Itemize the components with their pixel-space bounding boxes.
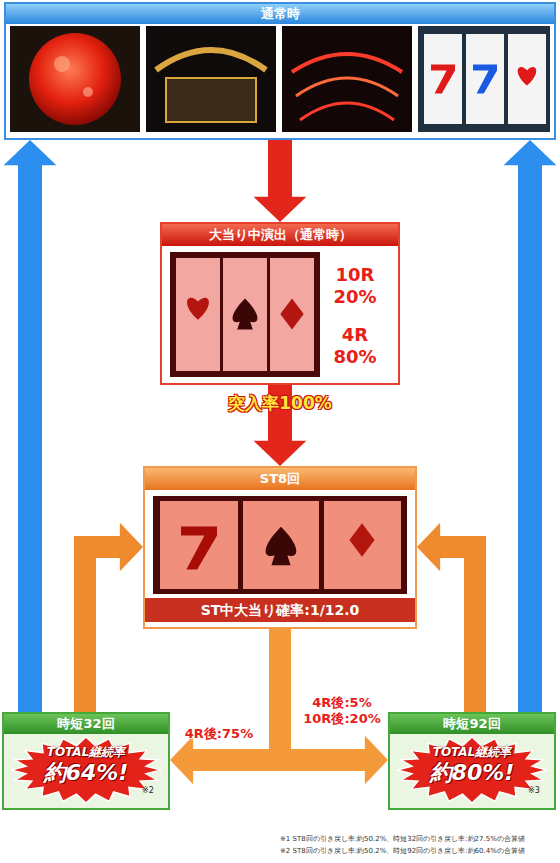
- arrow-shaft: [18, 164, 42, 712]
- process-box: 大当り中演出（通常時） 10R 20% 4R 80%: [160, 222, 400, 385]
- footnote-mark: ※2: [142, 786, 166, 796]
- arrow-head: [4, 140, 57, 165]
- result-box: 時短92回 TOTAL継続率約80%!※3: [388, 712, 556, 810]
- arrow-shaft: [439, 547, 475, 712]
- flow-arrow: [170, 629, 280, 784]
- result-box: 時短32回 TOTAL継続率約64%!※2: [2, 712, 170, 810]
- arrow-head: [254, 197, 307, 222]
- flow-arrow: [4, 140, 57, 712]
- box-header: ST8回: [145, 468, 415, 490]
- footnote-mark: ※3: [528, 786, 552, 796]
- probability-text: ST中大当り確率:1/12.0: [145, 598, 415, 622]
- arrow-head: [417, 523, 440, 571]
- flow-arrow: [254, 140, 307, 222]
- arrow-head: [254, 441, 307, 466]
- band-header: 通常時: [6, 4, 554, 24]
- rate-caption: TOTAL継続率: [390, 745, 554, 759]
- arrow-head: [365, 736, 388, 784]
- footnote: ※1 ST8回の引き戻し率:約50.2%、時短32回の引き戻し率:約27.5%の…: [280, 834, 558, 844]
- arrow-head: [504, 140, 557, 165]
- flow-arrow: [504, 140, 557, 712]
- box-header: 大当り中演出（通常時）: [162, 224, 398, 246]
- flow-arrow: [417, 523, 475, 712]
- footnote: ※2 ST8回の引き戻し率:約50.2%、時短92回の引き戻し率:約60.4%の…: [280, 846, 558, 856]
- edge-label: 4R後:5% 10R後:20%: [302, 695, 382, 727]
- arrow-shaft: [85, 547, 121, 712]
- arrow-head: [120, 523, 143, 571]
- arrow-shaft: [268, 140, 292, 198]
- flow-arrow: [85, 523, 143, 712]
- ratio-text: 10R 20%: [328, 264, 382, 308]
- arrow-head: [170, 736, 193, 784]
- rate-value: 約80%!: [390, 759, 554, 787]
- arrow-shaft: [518, 164, 542, 712]
- process-box: ST8回 ST中大当り確率:1/12.0: [143, 466, 417, 629]
- edge-label: 突入率100%: [180, 392, 380, 414]
- node-header: 時短92回: [390, 714, 554, 734]
- rate-caption: TOTAL継続率: [4, 745, 168, 759]
- node-header: 時短32回: [4, 714, 168, 734]
- edge-label: 4R後:75%: [176, 726, 262, 742]
- ratio-text: 4R 80%: [328, 324, 382, 368]
- rate-value: 約64%!: [4, 759, 168, 787]
- arrow-shaft: [280, 629, 366, 760]
- state-band: 通常時: [4, 2, 556, 140]
- flow-arrow: [280, 629, 388, 784]
